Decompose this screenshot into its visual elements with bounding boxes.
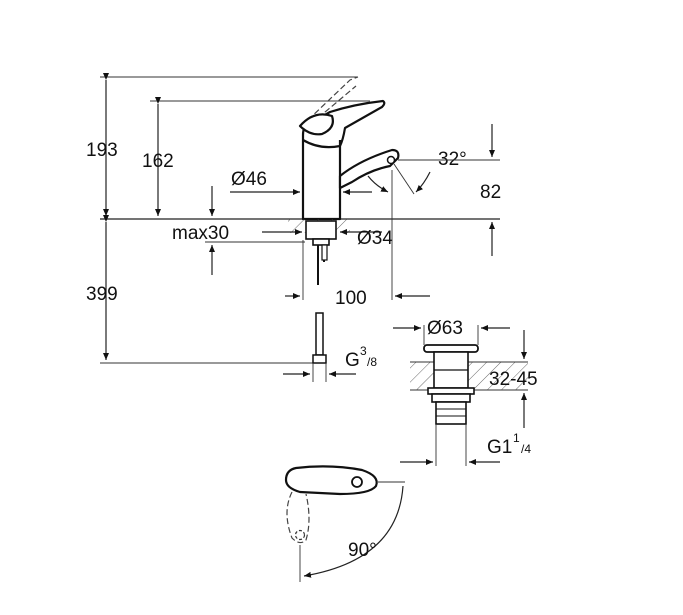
svg-text:32°: 32° [438, 149, 467, 170]
svg-text:/4: /4 [521, 442, 531, 456]
svg-text:Ø46: Ø46 [231, 169, 267, 190]
svg-text:1: 1 [513, 431, 520, 445]
svg-text:G: G [345, 350, 360, 371]
dim-dia-hole: Ø34 [262, 228, 393, 249]
waste-assembly [410, 344, 528, 425]
svg-text:90°: 90° [348, 540, 377, 561]
svg-text:/8: /8 [367, 355, 377, 369]
dim-height-below: 399 [86, 215, 118, 360]
dim-waste-thread: G1 1 /4 [400, 424, 531, 466]
svg-text:G1: G1 [487, 437, 512, 458]
svg-text:32-45: 32-45 [489, 369, 538, 390]
lever-top-view [284, 465, 378, 544]
svg-text:3: 3 [360, 344, 367, 358]
dim-waste-thickness: 32-45 [489, 330, 538, 428]
lever-open-position [307, 76, 359, 121]
dim-projection: 100 [285, 170, 430, 309]
svg-text:399: 399 [86, 284, 118, 305]
dim-dia-body: Ø46 [230, 169, 372, 195]
svg-text:max30: max30 [172, 223, 229, 244]
svg-text:82: 82 [480, 182, 501, 203]
svg-text:Ø34: Ø34 [357, 228, 393, 249]
dim-dia-waste: Ø63 [393, 318, 510, 345]
dim-lever-angle: 90° [299, 481, 405, 582]
faucet-body [298, 76, 400, 221]
dim-max-thickness: max30 [172, 186, 305, 275]
svg-text:Ø63: Ø63 [427, 318, 463, 339]
svg-text:162: 162 [142, 151, 174, 172]
dim-connection: G 3 /8 [283, 344, 377, 382]
dim-height-total: 193 [86, 73, 118, 216]
svg-text:193: 193 [86, 140, 118, 161]
svg-text:100: 100 [335, 288, 367, 309]
mounting-hardware [288, 219, 350, 364]
dim-height-spout: 162 [142, 97, 174, 216]
dim-spout-height: 82 [400, 124, 501, 256]
spout [338, 148, 400, 190]
